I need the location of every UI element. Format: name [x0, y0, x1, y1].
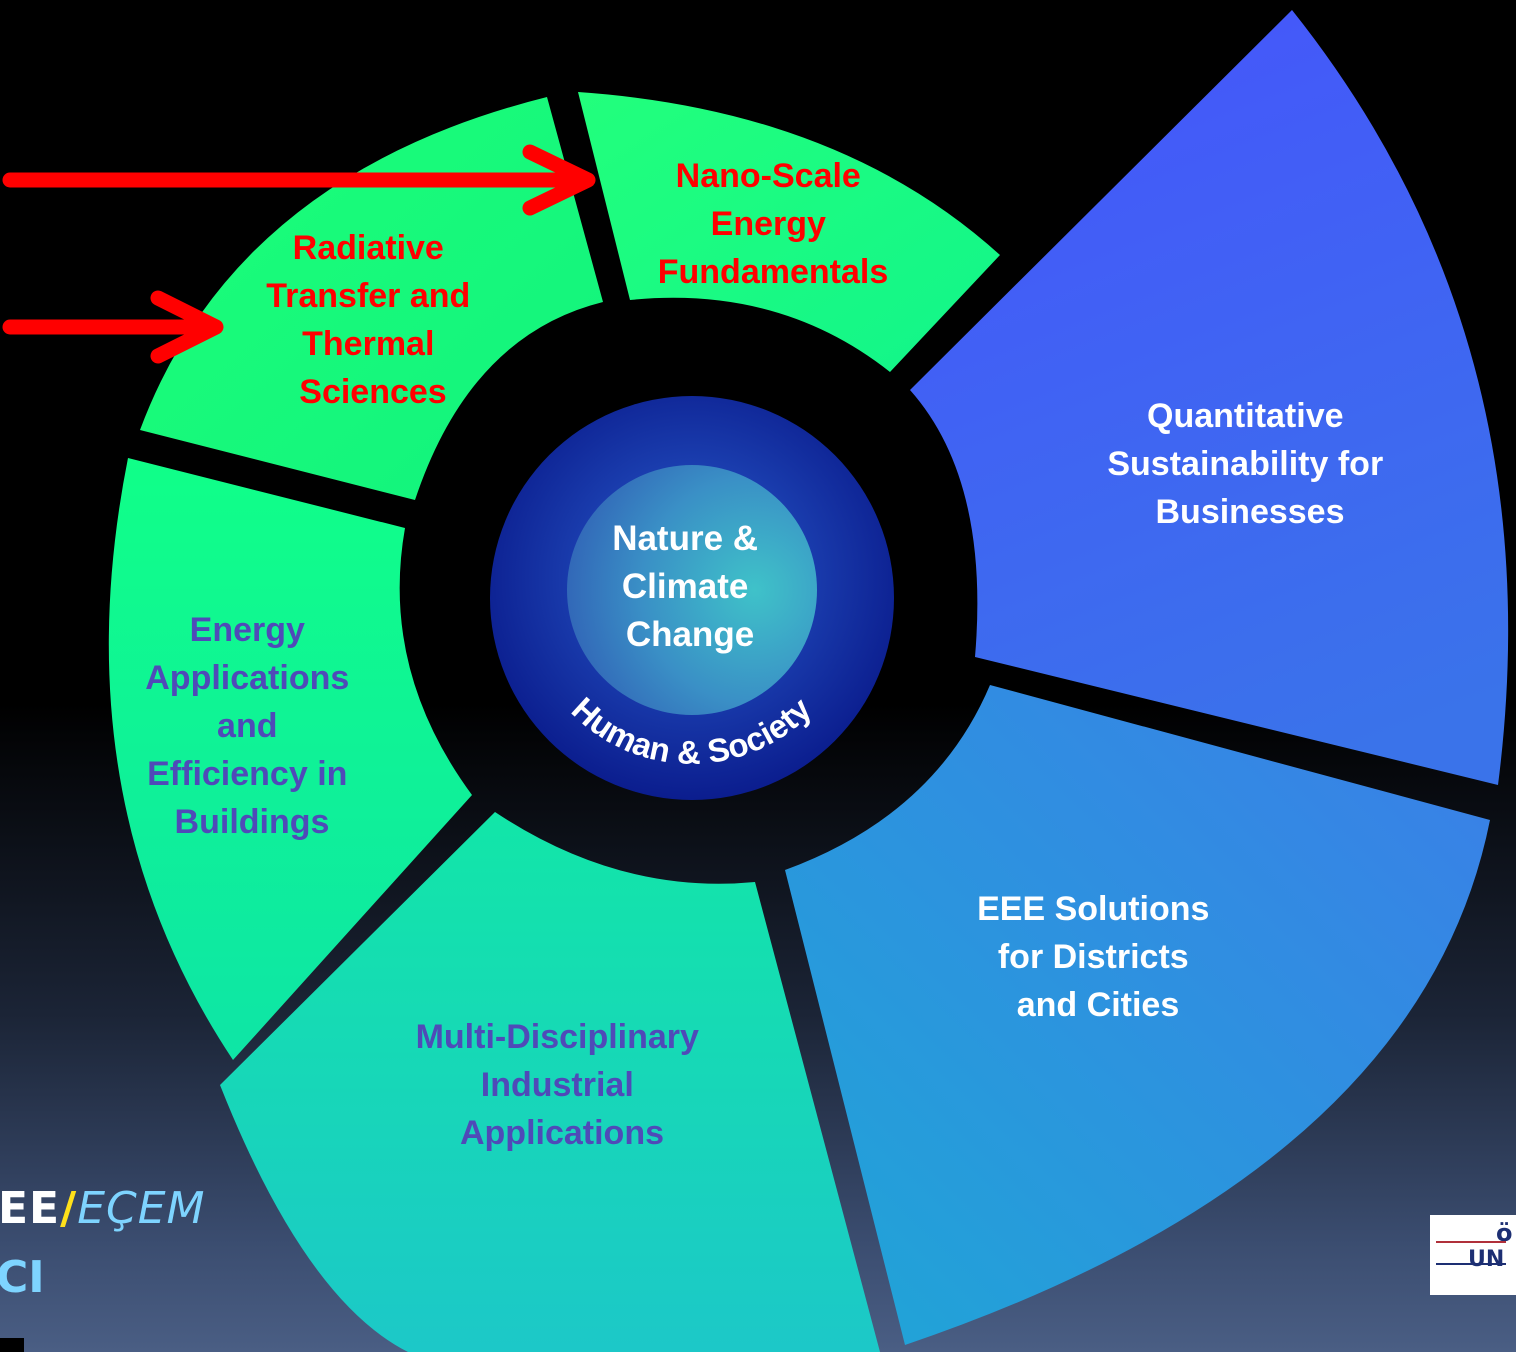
logo-text-top: ö — [1496, 1219, 1513, 1247]
footer-slash: / — [60, 1183, 78, 1234]
segment-quantitative-sustainability — [910, 10, 1509, 785]
label-nature-climate: Nature & Climate Change — [612, 519, 768, 654]
segment-energy-buildings — [108, 458, 472, 1060]
arrow-to-nano-scale — [2, 144, 596, 216]
footer-ecem: EÇEM — [77, 1183, 206, 1234]
label-energy-buildings: Energy Applications and Efficiency in Bu… — [145, 611, 358, 841]
logo-text-bottom: UN — [1468, 1247, 1505, 1272]
segment-radiative-transfer — [140, 97, 603, 500]
footer-eng: EE — [0, 1183, 61, 1234]
segment-multi-disciplinary — [220, 812, 880, 1352]
logo-line-top — [1436, 1241, 1506, 1243]
label-radiative-transfer: Radiative Transfer and Thermal Sciences — [266, 229, 480, 411]
label-nano-scale: Nano-Scale Energy Fundamentals — [658, 157, 888, 291]
core-circle-nature-climate — [567, 465, 817, 715]
footer-subtitle: CI — [0, 1252, 45, 1303]
footer-title: EE/EÇEM — [0, 1183, 206, 1234]
label-multi-disciplinary: Multi-Disciplinary Industrial Applicatio… — [416, 1018, 709, 1152]
label-eee-solutions: EEE Solutions for Districts and Cities — [977, 890, 1219, 1024]
segment-nano-scale — [578, 92, 1000, 372]
university-logo: ö UN — [1430, 1215, 1516, 1295]
arrow-to-radiative-transfer — [2, 290, 224, 364]
footer-bar — [0, 1338, 24, 1352]
label-quantitative-sustainability: Quantitative Sustainability for Business… — [1107, 397, 1392, 531]
segment-eee-solutions — [785, 685, 1490, 1345]
logo-line-bottom — [1436, 1263, 1506, 1265]
